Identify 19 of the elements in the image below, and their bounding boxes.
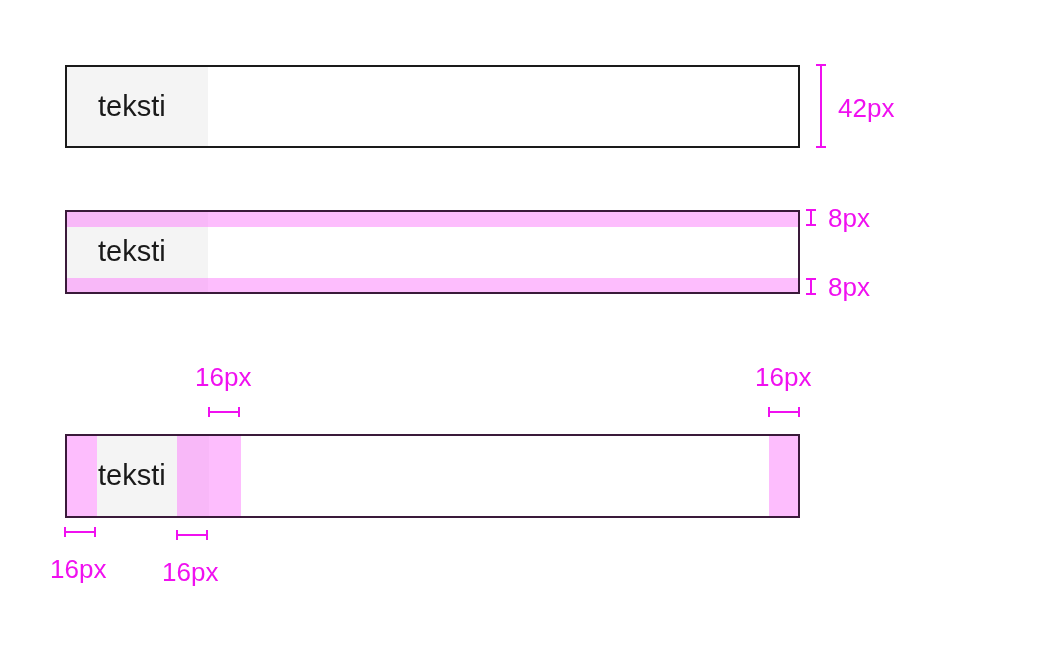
- padding-band: [769, 436, 798, 516]
- dimension-label: 16px: [755, 364, 812, 390]
- padding-band: [67, 278, 798, 292]
- input-field: [65, 210, 800, 294]
- dimension-label: 8px: [828, 274, 870, 300]
- padding-band: [67, 436, 97, 516]
- input-field: [65, 434, 800, 518]
- field-text: teksti: [98, 91, 166, 121]
- dimension-label: 16px: [50, 556, 107, 582]
- padding-band: [209, 436, 241, 516]
- dimension-label: 8px: [828, 205, 870, 231]
- padding-band: [67, 212, 798, 227]
- dimension-label: 16px: [195, 364, 252, 390]
- padding-band: [177, 436, 209, 516]
- field-text: teksti: [98, 461, 166, 490]
- field-text: teksti: [98, 237, 166, 266]
- dimension-label: 16px: [162, 559, 219, 585]
- dimension-label: 42px: [838, 95, 895, 121]
- input-field: [65, 65, 800, 148]
